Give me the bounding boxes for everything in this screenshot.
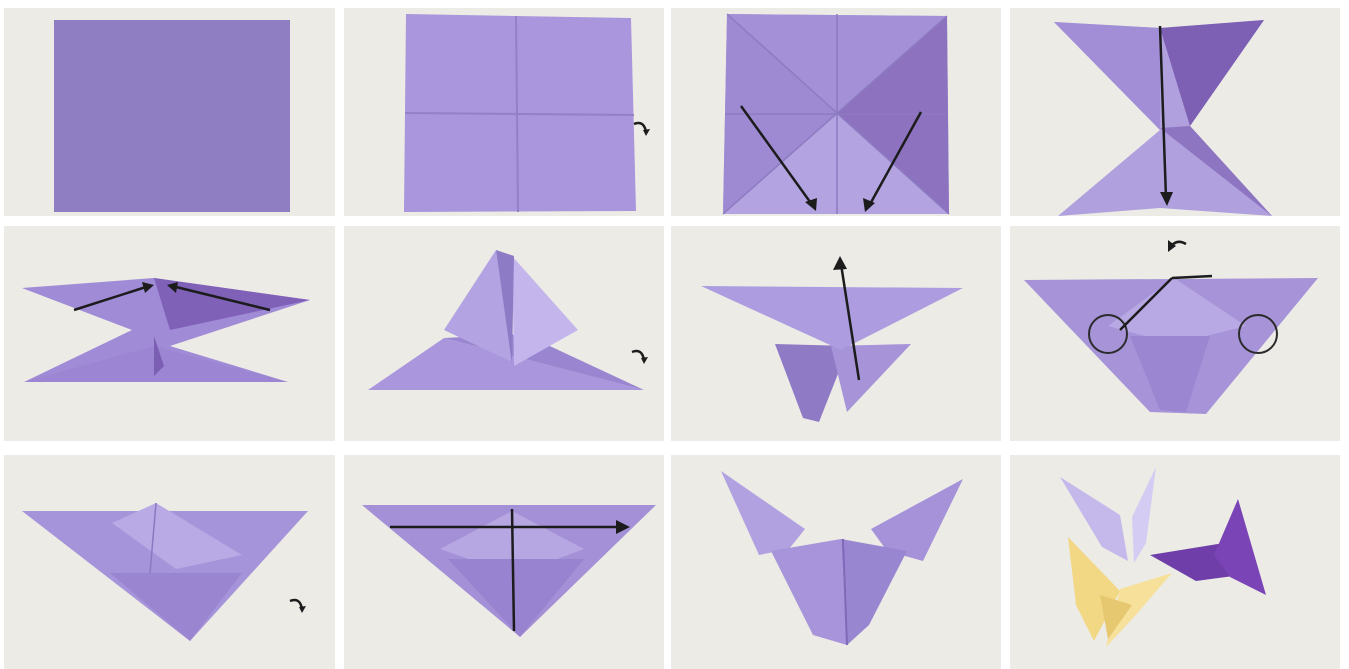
step-9-panel: [4, 455, 335, 669]
valley-fold-icon: [344, 455, 664, 669]
step-10-panel: [344, 455, 664, 669]
collapsed-base-icon: [1010, 8, 1340, 216]
bent-corners-icon: [1010, 226, 1340, 441]
step-7-panel: [671, 226, 1001, 441]
step-11-panel: [671, 455, 1001, 669]
step-3-panel: [671, 8, 1001, 216]
step-4-panel: [1010, 8, 1340, 216]
wide-triangle-icon: [4, 455, 335, 669]
finished-butterfly-icon: [671, 455, 1001, 669]
step-6-panel: [344, 226, 664, 441]
diagonal-creased-square-icon: [671, 8, 1001, 216]
step-12-panel: [1010, 455, 1340, 669]
step-2-panel: [344, 8, 664, 216]
three-butterflies-icon: [1010, 455, 1340, 669]
step-8-panel: [1010, 226, 1340, 441]
step-1-panel: [4, 8, 335, 216]
folded-tips-icon: [344, 226, 664, 441]
flat-square-paper-icon: [4, 8, 335, 216]
creased-square-icon: [344, 8, 664, 216]
step-5-panel: [4, 226, 335, 441]
triangle-fold-up-icon: [671, 226, 1001, 441]
waterbomb-base-icon: [4, 226, 335, 441]
